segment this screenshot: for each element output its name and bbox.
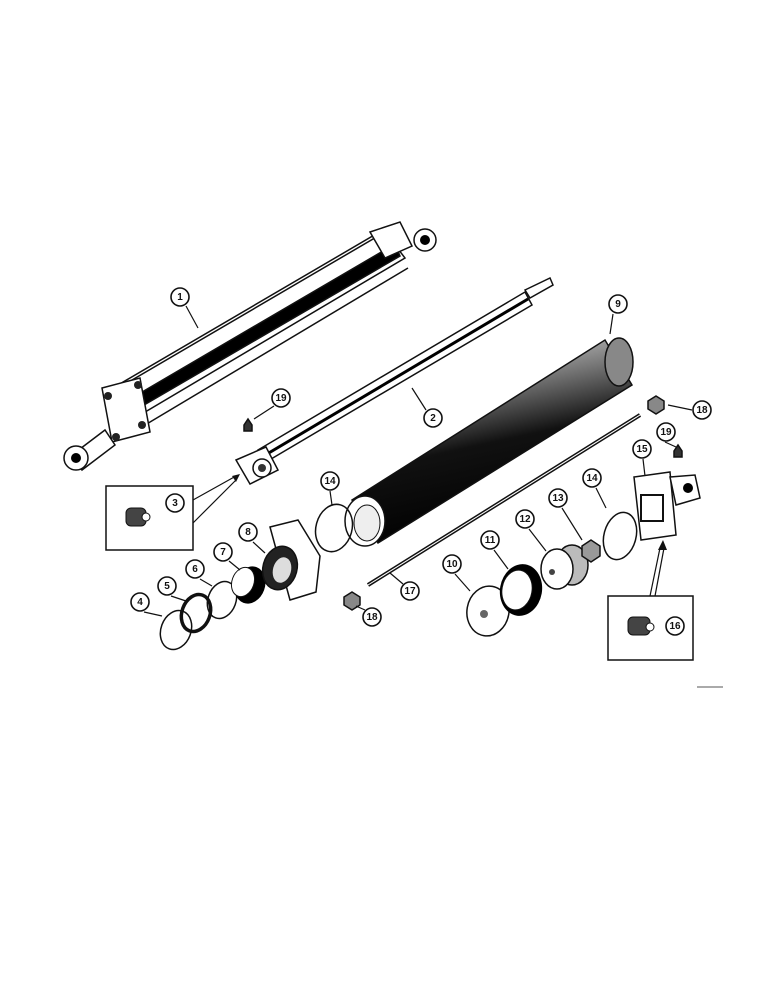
callout-number: 10 (446, 559, 458, 570)
callout-number: 16 (669, 621, 681, 632)
callout-number: 14 (586, 473, 598, 484)
callout-number: 18 (696, 405, 708, 416)
callout-number: 9 (615, 299, 621, 310)
callout-number: 12 (519, 514, 531, 525)
callout-number: 3 (172, 498, 178, 509)
piston-seal-11 (499, 564, 543, 616)
cylinder-head-8 (261, 519, 321, 601)
callout-4: 4 (130, 592, 150, 612)
piston-nut-13 (581, 539, 601, 563)
callout-18a: 18 (362, 607, 382, 627)
grease-fitting-left (243, 417, 253, 432)
nut-18-left (343, 591, 361, 611)
callout-circle (362, 607, 382, 627)
callout-14b: 14 (582, 468, 602, 488)
callout-2: 2 (423, 408, 443, 428)
callout-number: 14 (324, 476, 336, 487)
callout-circle (442, 554, 462, 574)
callout-number: 5 (164, 581, 170, 592)
assembled-cylinder (63, 221, 437, 472)
o-ring-14-right (602, 511, 638, 561)
callout-number: 18 (366, 612, 378, 623)
callout-circle (582, 468, 602, 488)
callout-number: 19 (275, 393, 287, 404)
callout-5: 5 (157, 576, 177, 596)
callout-circle (165, 493, 185, 513)
callout-1: 1 (170, 287, 190, 307)
callout-14a: 14 (320, 471, 340, 491)
callout-circle (692, 400, 712, 420)
callout-11: 11 (480, 530, 500, 550)
callout-circle (548, 488, 568, 508)
callout-7: 7 (213, 542, 233, 562)
callout-number: 4 (137, 597, 143, 608)
callout-circle (515, 509, 535, 529)
callout-number: 6 (192, 564, 198, 575)
bushing-7 (230, 566, 266, 604)
callout-number: 1 (177, 292, 183, 303)
grease-fitting-right (673, 443, 683, 458)
callout-number: 2 (430, 413, 436, 424)
callout-circle (608, 294, 628, 314)
callout-16: 16 (665, 616, 685, 636)
callout-circle (170, 287, 190, 307)
o-ring-14-left (314, 503, 354, 553)
callout-9: 9 (608, 294, 628, 314)
callout-15: 15 (632, 439, 652, 459)
callout-circle (665, 616, 685, 636)
seal-6 (206, 580, 238, 620)
callout-19a: 19 (271, 388, 291, 408)
callout-10: 10 (442, 554, 462, 574)
callout-circle (656, 422, 676, 442)
callout-number: 19 (660, 427, 672, 438)
callout-circle (271, 388, 291, 408)
cylinder-end-cap-15 (633, 471, 701, 541)
callout-number: 11 (485, 535, 496, 546)
callout-circle (400, 581, 420, 601)
piston-washer-10 (466, 585, 510, 637)
detail-box-3 (105, 474, 240, 551)
nut-18-right (647, 395, 665, 415)
callout-number: 7 (220, 547, 226, 558)
callout-17: 17 (400, 581, 420, 601)
piston-12 (540, 544, 589, 590)
leader-lines (143, 305, 693, 617)
tie-rod (366, 413, 642, 587)
piston-rod (234, 276, 554, 485)
callout-circle (185, 559, 205, 579)
callout-3: 3 (165, 493, 185, 513)
callout-13: 13 (548, 488, 568, 508)
callout-number: 17 (404, 586, 416, 597)
callout-19b: 19 (656, 422, 676, 442)
callout-number: 8 (245, 527, 251, 538)
callout-18b: 18 (692, 400, 712, 420)
callout-circle (320, 471, 340, 491)
callout-circle (480, 530, 500, 550)
callout-circle (130, 592, 150, 612)
callout-circle (157, 576, 177, 596)
callout-circle (213, 542, 233, 562)
callout-circle (238, 522, 258, 542)
callout-12: 12 (515, 509, 535, 529)
callout-6: 6 (185, 559, 205, 579)
cylinder-tube (344, 337, 634, 547)
callout-circle (423, 408, 443, 428)
callout-8: 8 (238, 522, 258, 542)
seal-5 (179, 592, 213, 634)
callout-number: 13 (552, 493, 564, 504)
callout-number: 15 (636, 444, 648, 455)
detail-box-16 (607, 540, 694, 661)
callout-circle (632, 439, 652, 459)
